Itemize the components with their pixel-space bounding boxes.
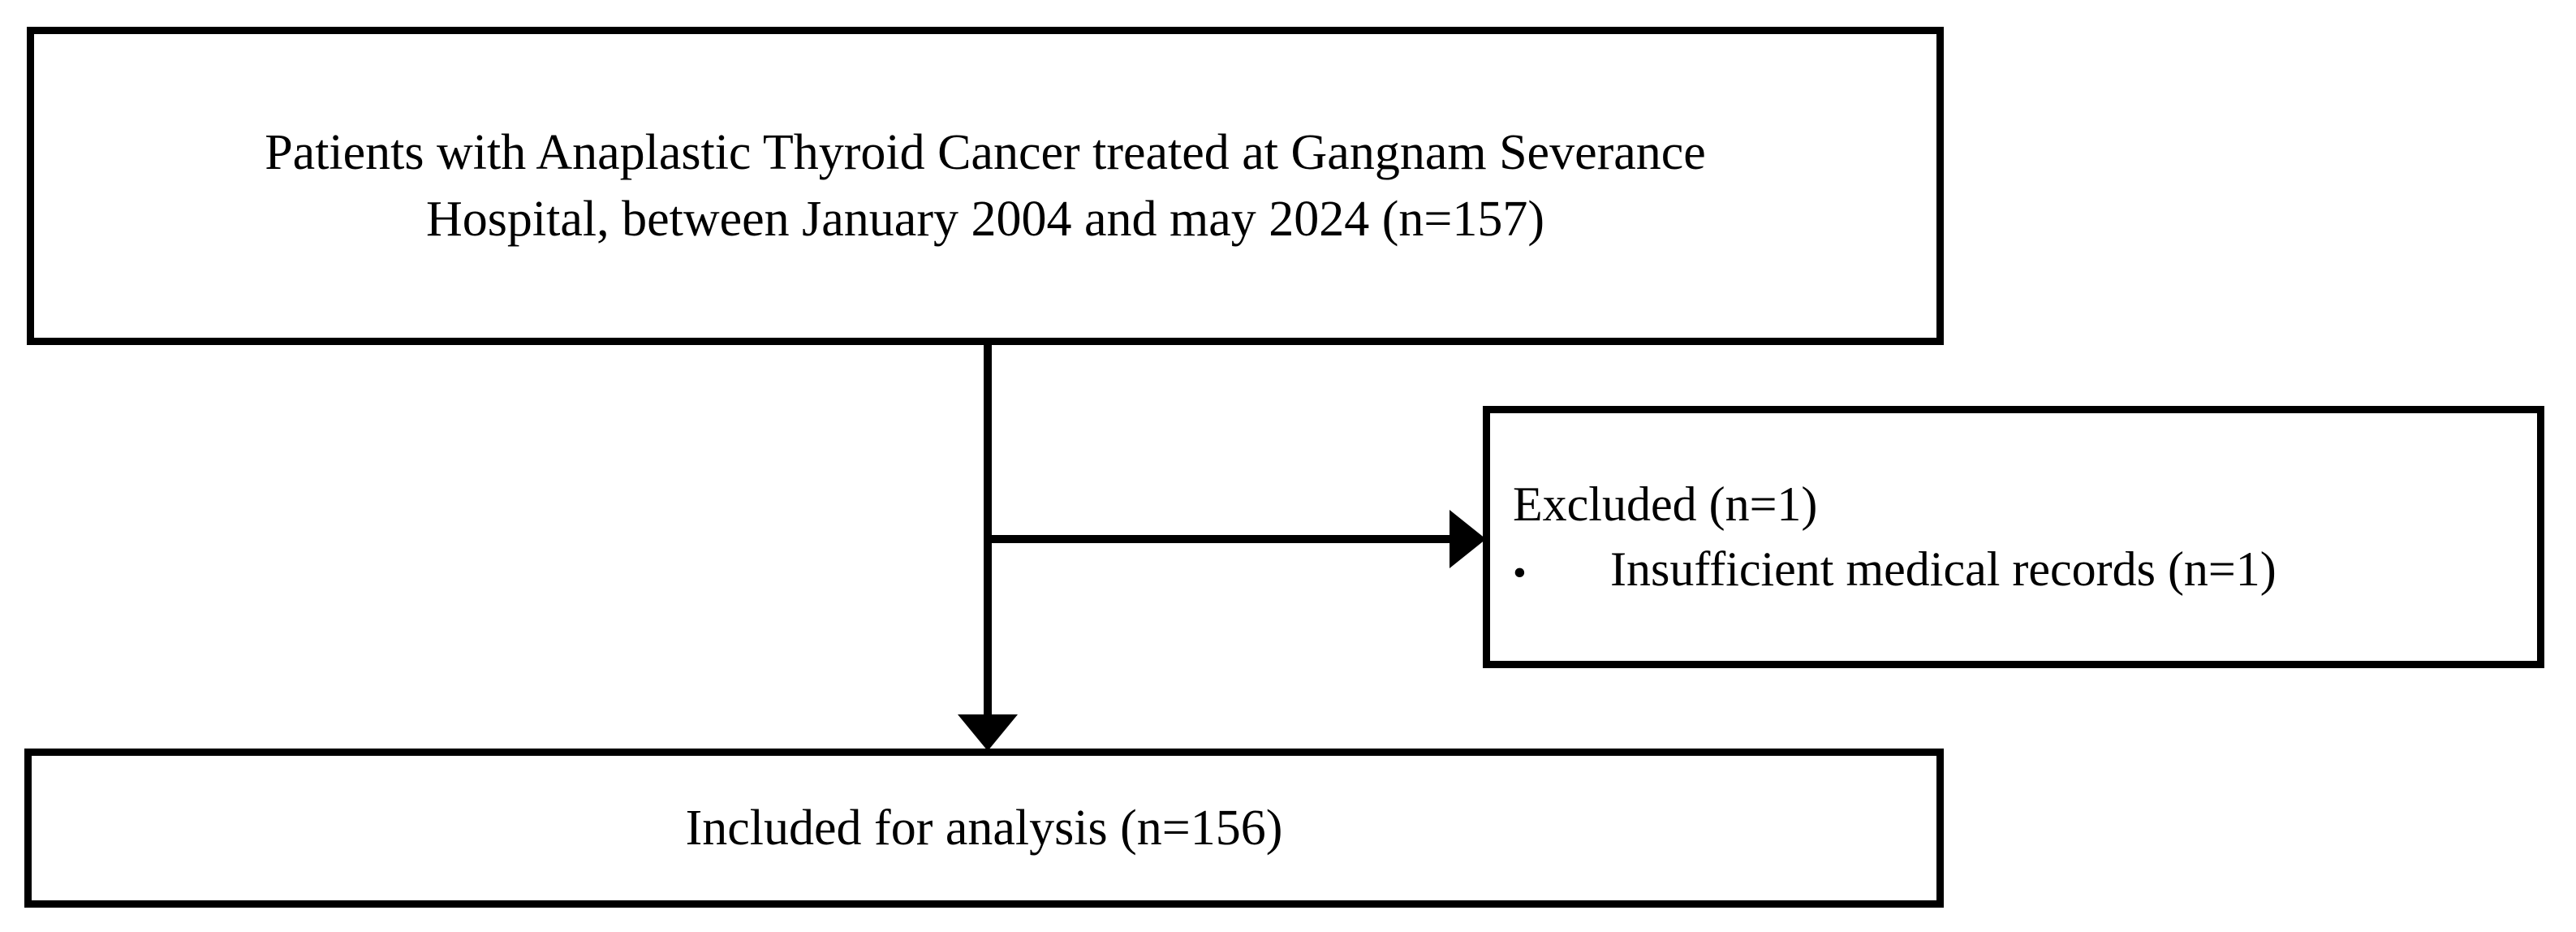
excluded-box: Excluded (n=1) • Insufficient medical re…	[1483, 406, 2544, 668]
cohort-box: Patients with Anaplastic Thyroid Cancer …	[27, 27, 1944, 345]
included-box: Included for analysis (n=156)	[24, 749, 1944, 908]
bullet-point-icon: •	[1513, 550, 1527, 594]
included-line-1: Included for analysis (n=156)	[685, 800, 1283, 856]
excluded-bullet-item: Insufficient medical records (n=1)	[1610, 542, 2277, 596]
excluded-bullet-row: • Insufficient medical records (n=1)	[1490, 537, 2277, 602]
cohort-line-1: Patients with Anaplastic Thyroid Cancer …	[265, 124, 1706, 180]
connector-horizontal-line	[984, 535, 1450, 543]
arrow-down-icon	[958, 714, 1018, 751]
arrow-right-icon	[1450, 510, 1486, 568]
cohort-line-2: Hospital, between January 2004 and may 2…	[426, 192, 1544, 247]
excluded-heading: Excluded (n=1)	[1513, 477, 1818, 531]
